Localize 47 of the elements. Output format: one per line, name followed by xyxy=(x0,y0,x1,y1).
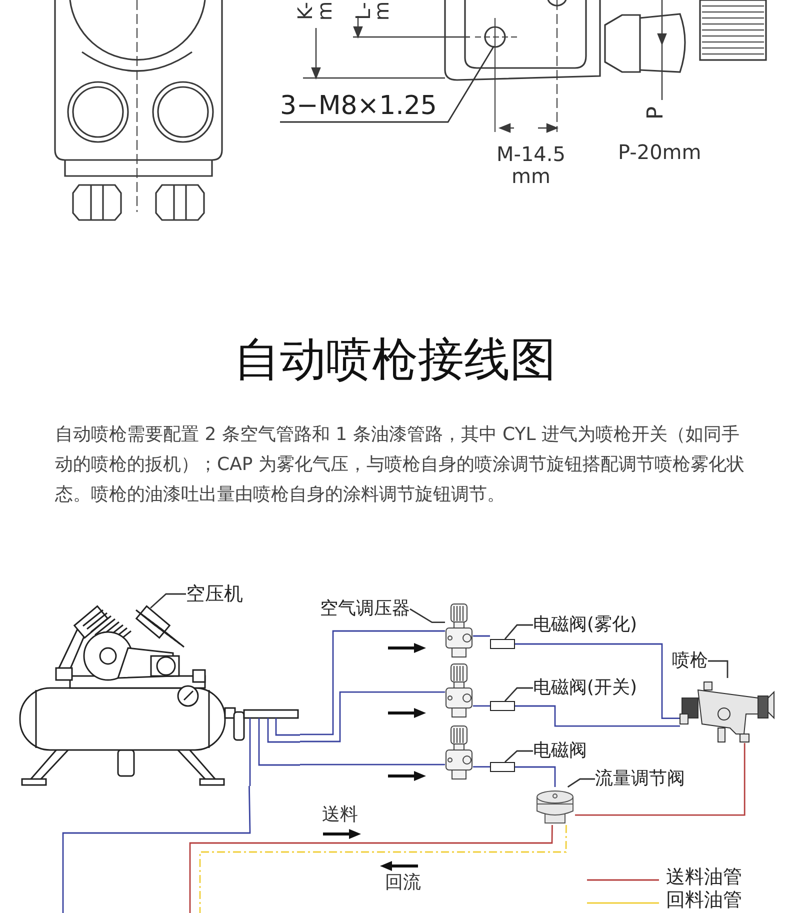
description-paragraph: 自动喷枪需要配置 2 条空气管路和 1 条油漆管路，其中 CYL 进气为喷枪开关（如同手动的喷枪的扳机）；CAP 为雾化气压，与喷枪自身的喷涂调节旋钮搭配调节喷枪雾化状态。喷枪的油漆吐出量由喷枪自身的涂料调节旋钮调节。 xyxy=(55,423,745,507)
air-pipe xyxy=(300,764,445,766)
dimension-label: m xyxy=(372,1,392,21)
callout-label: 喷枪 xyxy=(672,648,708,674)
dimension-label: P xyxy=(646,106,668,120)
air-pipe xyxy=(62,786,251,913)
leader-line xyxy=(708,660,728,678)
solenoid-valve xyxy=(490,701,515,711)
air-pipe xyxy=(473,705,490,707)
solenoid-valve xyxy=(490,762,515,772)
air-pipe xyxy=(515,705,680,727)
air-pipe xyxy=(300,691,445,742)
air-regulator-drawing xyxy=(445,725,473,780)
flow-label: 送料 xyxy=(322,806,358,824)
leader-line xyxy=(567,778,595,788)
callout-label: 电磁阀(开关) xyxy=(533,675,638,701)
thread-spec-label: 3−M8×1.25 xyxy=(280,90,437,122)
air-regulator-drawing xyxy=(445,663,473,718)
air-pipe xyxy=(515,766,556,787)
paint-pipe xyxy=(575,743,746,816)
solenoid-valve xyxy=(490,639,515,649)
air-pipe xyxy=(473,766,490,768)
compressor-drawing xyxy=(18,608,300,786)
callout-label: 流量调节阀 xyxy=(595,766,685,792)
air-pipe xyxy=(300,630,445,736)
dimension-label: P-20mm xyxy=(618,142,702,162)
callout-label: 空气调压器 xyxy=(320,596,410,622)
flow-label: 回流 xyxy=(385,874,421,892)
leader-line xyxy=(504,687,533,702)
legend-label: 送料油管 xyxy=(666,868,742,887)
dimension-label: K- xyxy=(295,2,316,20)
callout-label: 电磁阀(雾化) xyxy=(533,612,638,638)
leader-line xyxy=(504,624,533,640)
leader-line xyxy=(280,46,495,123)
air-pipe xyxy=(515,643,680,719)
air-regulator-drawing xyxy=(445,603,473,658)
page-title: 自动喷枪接线图 xyxy=(233,336,557,382)
legend-label: 回料油管 xyxy=(666,891,742,910)
air-pipe xyxy=(473,635,490,637)
leader-line xyxy=(150,593,186,609)
callout-label: 电磁阀 xyxy=(533,738,587,764)
leader-line xyxy=(410,608,445,623)
callout-label: 空压机 xyxy=(186,582,243,606)
dimension-label: L- xyxy=(353,2,373,20)
leader-line xyxy=(504,750,533,763)
dimension-label: m xyxy=(314,1,335,21)
dimension-label: M-14.5 mm xyxy=(495,143,566,187)
